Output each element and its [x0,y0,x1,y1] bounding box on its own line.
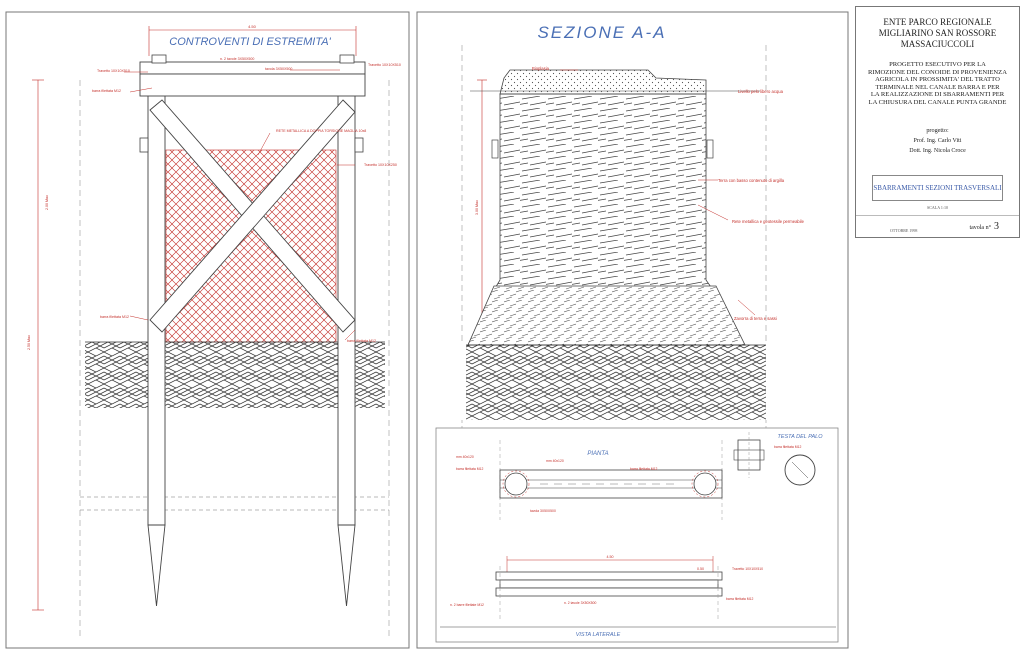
tavola-number: 3 [994,221,999,232]
barra-low-right-label: barra filettata M12 [347,339,376,343]
title-divider [856,215,1019,216]
dim-b-label: mm 40x120 [546,459,564,463]
dim-small-label: 0.50 [697,567,704,571]
length-label: 4.50 [607,555,614,559]
scale-label: SCALA 1:10 [926,205,948,210]
travetto-side-label: Travetto 10X10X250 [364,163,397,167]
barra-b-label: barra filettata M12 [630,467,657,471]
project-description: PROGETTO ESECUTIVO PER LA RIMOZIONE DEL … [868,61,1007,106]
barra-top-label: barra filettata M12 [92,89,121,93]
travetto-right-label: Travetto 10X10X510 [368,63,401,67]
detail-drawings [440,432,836,628]
tavole-top-label: n. 2 tavole 3X50X500 [220,57,254,61]
vista-title: VISTA LATERALE [576,632,621,638]
tavola-label: tavola n° [969,225,991,231]
section-a-a [461,45,767,428]
height-dim-label: 2.00 Max [45,195,49,210]
livello-label: Livello pelo libero acqua [738,89,784,94]
barra-low-label: barra filettata M12 [100,315,129,319]
tavole-v-label: n. 2 tavole 3X50X500 [564,601,597,605]
tavola-mid-label: tavola 3X50X500 [265,67,292,71]
barra-a-label: barra filettata M12 [456,467,483,471]
barra-testa-label: barra filettata M12 [774,445,801,449]
date-label: OTTOBRE 1998 [890,228,918,233]
tavola-a-label: tavola 3X50X500 [530,509,556,513]
travetto-v-label: Travetto 10X10X510 [732,567,763,571]
travetto-left-label: Travetto 10X10X510 [97,69,130,73]
top-dim-label: 4.50 [248,24,257,29]
depth-dim-label: 2.50 Max [27,335,31,350]
testa-title: TESTA DEL PALO [777,434,823,440]
left-title: CONTROVENTI DI ESTREMITA' [169,36,331,48]
author-2: Dott. Ing. Nicola Croce [909,148,966,154]
barra-v-label: barra filettata M12 [726,597,753,601]
rete-section-label: Rete metallica e geotessile permeabile [732,219,805,224]
section-title: SEZIONE A-A [537,23,666,42]
barre-v-label: n. 2 barre filettate M12 [450,603,484,607]
left-panel-frame [5,11,410,649]
section-height-dim: 3.00 Max [475,200,479,215]
progetto-label: progetto: [926,127,949,134]
lower-detail-frame [435,427,839,643]
ente-name: ENTE PARCO REGIONALE MIGLIARINO SAN ROSS… [878,17,997,49]
drawing-title-box: SBARRAMENTI SEZIONI TRASVERSALI [872,175,1003,201]
bioplasia-label: Bioplasia [532,66,550,71]
zavorra-label: Zavorra di terra e sassi [734,316,777,321]
author-1: Prof. Ing. Carlo Viti [913,138,962,144]
rete-label: RETE METALLICA A DOPPIA TORSIONE MAGLIA … [276,129,366,133]
right-panel-frame [416,11,849,649]
dim-a-label: mm 40x120 [456,455,474,459]
terra-label: Terra con basso contenuto di argilla [718,178,785,183]
title-block: ENTE PARCO REGIONALE MIGLIARINO SAN ROSS… [855,6,1020,238]
pianta-title: PIANTA [587,451,608,457]
left-elevation [32,26,390,640]
